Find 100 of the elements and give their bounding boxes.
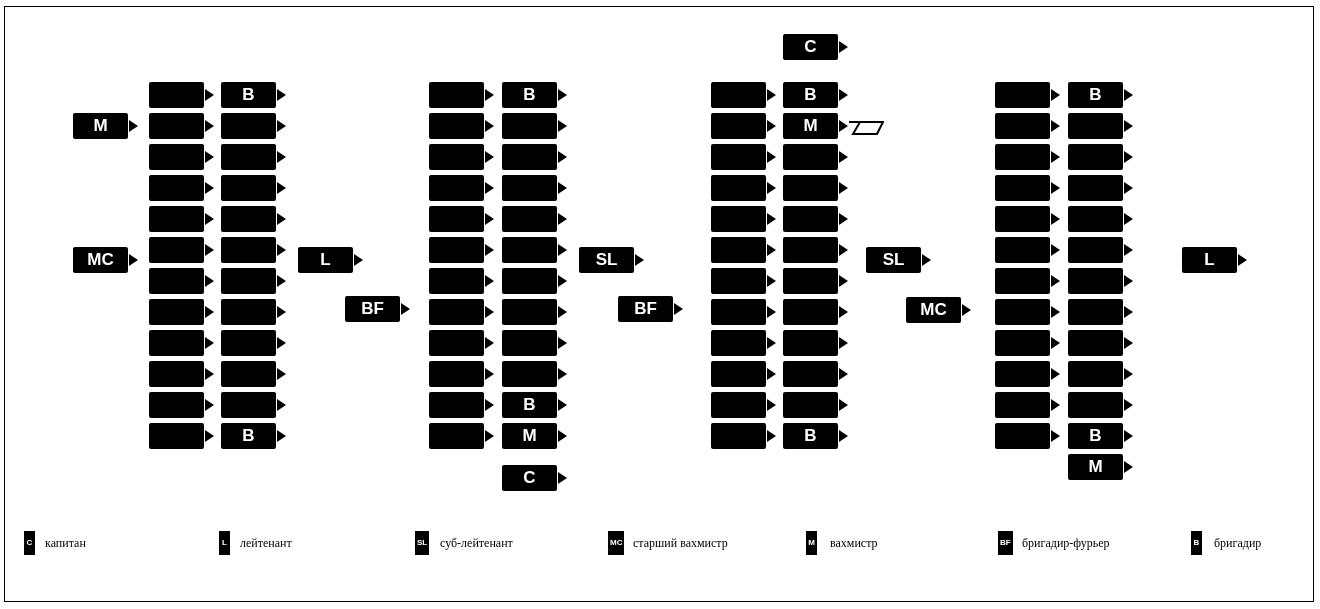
blank-marker xyxy=(429,392,494,418)
blank-marker xyxy=(783,330,848,356)
blank-marker xyxy=(502,361,567,387)
legend-swatch: L xyxy=(219,531,230,555)
blank-marker xyxy=(502,330,567,356)
blank-marker xyxy=(1068,299,1133,325)
blank-marker xyxy=(149,82,214,108)
legend-swatch: SL xyxy=(415,531,430,555)
blank-marker xyxy=(995,113,1060,139)
legend-label: старший вахмистр xyxy=(633,536,728,550)
blank-marker xyxy=(429,237,494,263)
legend-label: бригадир-фурьер xyxy=(1022,536,1110,550)
blank-marker xyxy=(221,175,286,201)
flag-icon xyxy=(848,119,884,136)
blank-marker xyxy=(711,206,776,232)
blank-marker xyxy=(149,237,214,263)
blank-marker xyxy=(502,144,567,170)
blank-marker xyxy=(783,175,848,201)
blank-marker xyxy=(221,113,286,139)
blank-marker xyxy=(711,392,776,418)
blank-marker xyxy=(783,299,848,325)
blank-marker xyxy=(502,175,567,201)
legend-swatch: M xyxy=(806,531,817,555)
blank-marker xyxy=(1068,144,1133,170)
blank-marker xyxy=(783,392,848,418)
blank-marker xyxy=(1068,392,1133,418)
blank-marker xyxy=(711,299,776,325)
legend-swatch: MC xyxy=(608,531,625,555)
blank-marker xyxy=(149,268,214,294)
blank-marker xyxy=(711,175,776,201)
blank-marker xyxy=(711,237,776,263)
blank-marker xyxy=(429,82,494,108)
blank-marker xyxy=(1068,330,1133,356)
blank-marker xyxy=(221,330,286,356)
blank-marker xyxy=(221,361,286,387)
blank-marker xyxy=(502,113,567,139)
blank-marker xyxy=(1068,206,1133,232)
legend-swatch: BF xyxy=(998,531,1013,555)
blank-marker xyxy=(221,206,286,232)
blank-marker xyxy=(1068,237,1133,263)
blank-marker xyxy=(783,237,848,263)
blank-marker xyxy=(711,423,776,449)
legend-swatch: C xyxy=(24,531,35,555)
blank-marker xyxy=(995,144,1060,170)
blank-marker xyxy=(429,330,494,356)
blank-marker xyxy=(995,361,1060,387)
legend-label: суб-лейтенант xyxy=(440,536,513,550)
blank-marker xyxy=(1068,268,1133,294)
blank-marker xyxy=(149,330,214,356)
legend-label: бригадир xyxy=(1214,536,1262,550)
blank-marker xyxy=(995,268,1060,294)
blank-marker xyxy=(995,206,1060,232)
blank-marker xyxy=(429,113,494,139)
blank-marker xyxy=(149,299,214,325)
blank-marker xyxy=(1068,361,1133,387)
blank-marker xyxy=(502,206,567,232)
blank-marker xyxy=(149,361,214,387)
blank-marker xyxy=(995,175,1060,201)
blank-marker xyxy=(711,268,776,294)
blank-marker xyxy=(149,423,214,449)
blank-marker xyxy=(429,144,494,170)
blank-marker xyxy=(502,299,567,325)
blank-marker xyxy=(995,82,1060,108)
blank-marker xyxy=(783,206,848,232)
blank-marker xyxy=(1068,175,1133,201)
blank-marker xyxy=(995,299,1060,325)
blank-marker xyxy=(783,144,848,170)
legend-label: капитан xyxy=(45,536,86,550)
blank-marker xyxy=(1068,113,1133,139)
blank-marker xyxy=(149,206,214,232)
legend-swatch: B xyxy=(1191,531,1202,555)
legend-label: лейтенант xyxy=(240,536,292,550)
blank-marker xyxy=(502,268,567,294)
blank-marker xyxy=(995,392,1060,418)
blank-marker xyxy=(149,392,214,418)
blank-marker xyxy=(149,113,214,139)
blank-marker xyxy=(502,237,567,263)
blank-marker xyxy=(429,299,494,325)
blank-marker xyxy=(995,237,1060,263)
blank-marker xyxy=(711,361,776,387)
blank-marker xyxy=(221,392,286,418)
blank-marker xyxy=(221,144,286,170)
blank-marker xyxy=(711,113,776,139)
blank-marker xyxy=(711,82,776,108)
blank-marker xyxy=(429,175,494,201)
legend-label: вахмистр xyxy=(830,536,878,550)
blank-marker xyxy=(149,144,214,170)
blank-marker xyxy=(429,423,494,449)
blank-marker xyxy=(783,361,848,387)
blank-marker xyxy=(995,423,1060,449)
blank-marker xyxy=(221,268,286,294)
blank-marker xyxy=(429,268,494,294)
blank-marker xyxy=(711,144,776,170)
blank-marker xyxy=(711,330,776,356)
blank-marker xyxy=(429,361,494,387)
blank-marker xyxy=(221,299,286,325)
blank-marker xyxy=(783,268,848,294)
blank-marker xyxy=(995,330,1060,356)
blank-marker xyxy=(149,175,214,201)
blank-marker xyxy=(429,206,494,232)
